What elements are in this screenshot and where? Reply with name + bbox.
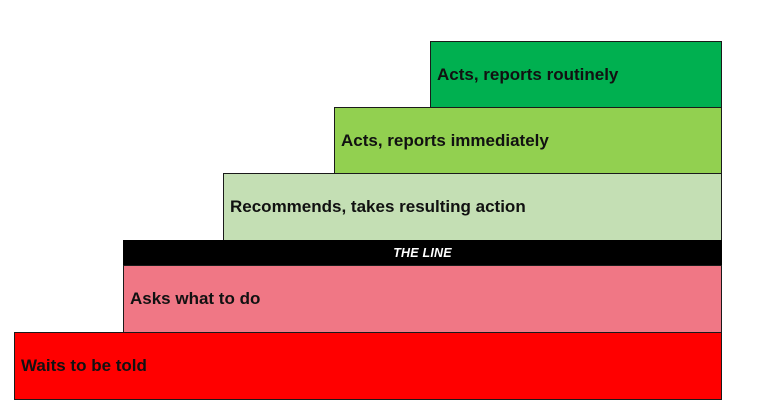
step-label: Acts, reports routinely bbox=[437, 64, 619, 84]
step-waits-to-be-told: Waits to be told bbox=[14, 332, 722, 400]
step-recommends-takes-action: Recommends, takes resulting action bbox=[223, 173, 722, 241]
the-line-label: THE LINE bbox=[393, 246, 452, 260]
step-label: Asks what to do bbox=[130, 289, 261, 308]
step-label: Waits to be told bbox=[21, 356, 147, 375]
step-acts-reports-routinely: Acts, reports routinely bbox=[430, 41, 722, 108]
step-acts-reports-immediately: Acts, reports immediately bbox=[334, 107, 722, 174]
step-label: Acts, reports immediately bbox=[341, 130, 549, 150]
step-label: Recommends, takes resulting action bbox=[230, 197, 526, 216]
the-line-divider: THE LINE bbox=[123, 240, 722, 266]
step-asks-what-to-do: Asks what to do bbox=[123, 265, 722, 333]
